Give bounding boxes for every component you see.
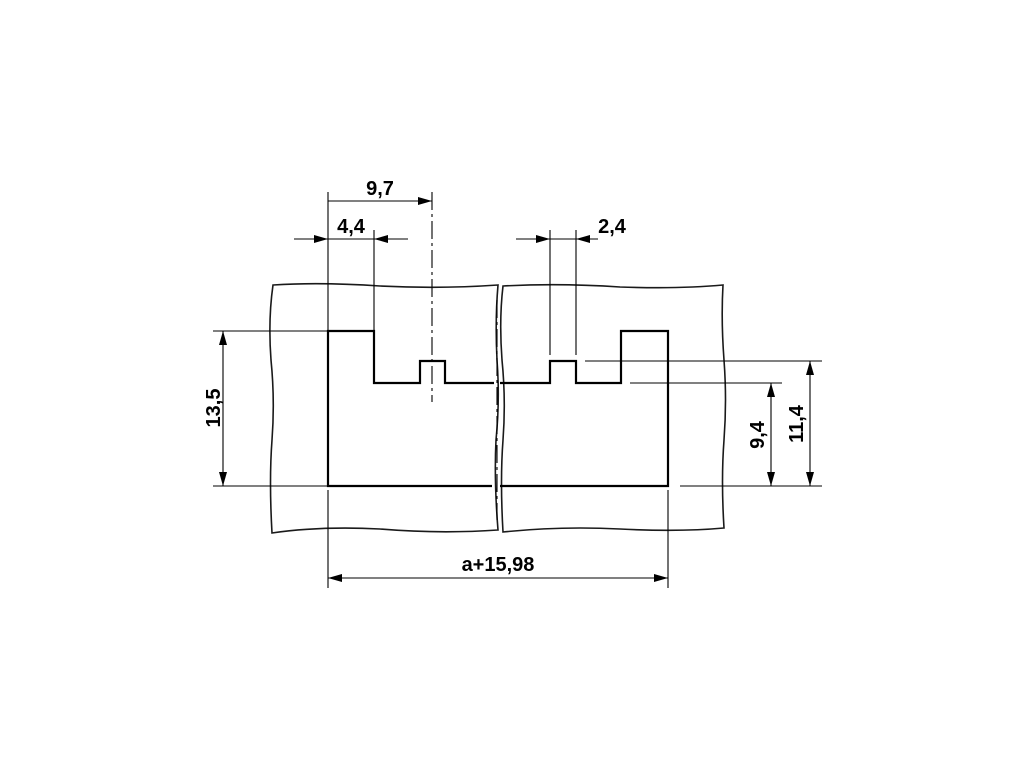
dimension-13-5: 13,5 <box>203 331 227 486</box>
dimension-total-width: a+15,98 <box>328 554 668 582</box>
dimension-2-4: 2,4 <box>516 216 627 243</box>
dimension-label-11-4: 11,4 <box>786 404 808 443</box>
left-block-outline <box>269 282 500 534</box>
dimension-11-4: 11,4 <box>786 361 814 486</box>
dimension-4-4: 4,4 <box>294 216 408 243</box>
dimension-label-9-4: 9,4 <box>747 420 769 449</box>
connector-profile-left <box>326 329 494 488</box>
dimension-label-4-4: 4,4 <box>337 216 366 238</box>
dimension-label-9-7: 9,7 <box>366 178 394 200</box>
dimension-label-2-4: 2,4 <box>598 216 627 238</box>
dimension-label-13-5: 13,5 <box>203 389 225 428</box>
dimension-label-total-width: a+15,98 <box>462 554 535 576</box>
right-block-outline <box>499 283 727 533</box>
dimension-9-4: 9,4 <box>747 383 775 486</box>
dimension-9-7: 9,7 <box>328 178 432 205</box>
extension-lines <box>213 192 822 588</box>
connector-profile-right <box>500 329 670 488</box>
